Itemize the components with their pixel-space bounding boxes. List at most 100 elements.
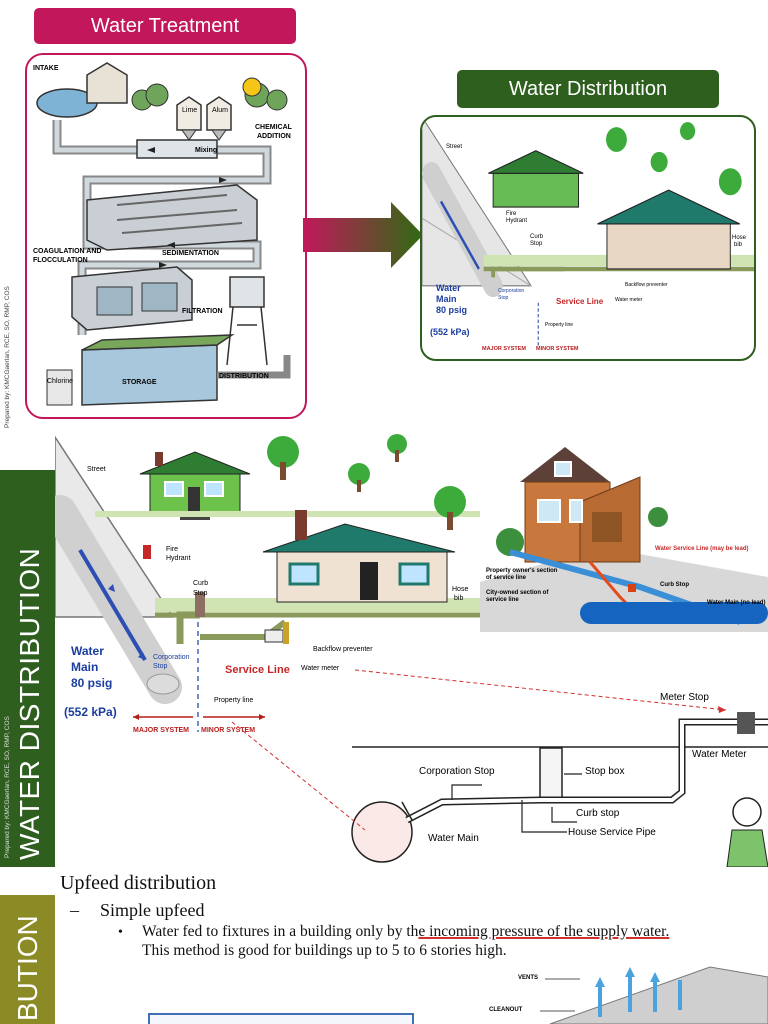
label-filtration: FILTRATION [182, 308, 223, 315]
distribution-illustration-small [422, 117, 754, 348]
label-cleanout: CLEANOUT [489, 1007, 523, 1013]
slide-2: WATER DISTRIBUTION Prepared by: KMCGaerl… [0, 432, 768, 867]
label-water-main-schematic: Water Main [428, 833, 479, 844]
label-chlorine: Chlorine [47, 378, 74, 385]
label-water-main-3: 80 psig [71, 676, 113, 690]
small-label-kpa: (552 kPa) [430, 327, 470, 337]
label-curb-stop-2: Stop [193, 590, 208, 597]
label-chemical-addition-1: CHEMICAL [255, 124, 292, 131]
label-curb-stop-schematic: Curb stop [576, 808, 620, 819]
bullet-text-line-1b: e incoming pressure of the supply water. [418, 923, 670, 940]
bullet-text-line-1a: Water fed to fixtures in a building only… [142, 923, 419, 940]
label-coagulation-1: COAGULATION AND [33, 248, 102, 255]
upfeed-house-drawing [540, 966, 768, 1024]
label-chemical-addition-2: ADDITION [257, 133, 291, 140]
small-label-minor-system: MINOR SYSTEM [536, 346, 579, 352]
label-fire-hydrant-2: Hydrant [166, 555, 191, 562]
treatment-process-illustration [36, 62, 291, 406]
small-label-curb-stop-2: Stop [530, 241, 543, 247]
water-treatment-title: Water Treatment [34, 8, 296, 44]
upfeed-heading: Upfeed distribution [60, 872, 217, 894]
small-label-corporation-1: Corporation [498, 288, 525, 294]
small-label-water-meter: Water meter [615, 297, 643, 303]
label-backflow: Backflow preventer [313, 646, 373, 653]
small-label-backflow: Backflow preventer [625, 282, 668, 288]
label-water-meter-schematic: Water Meter [692, 749, 747, 760]
label-corporation-stop: Corporation Stop [419, 766, 495, 777]
label-curb-stop-1: Curb [193, 580, 209, 587]
label-sedimentation: SEDIMENTATION [162, 250, 219, 257]
label-service-line: Service Line [225, 664, 290, 676]
label-water-main-1: Water [71, 644, 104, 658]
label-kpa: (552 kPa) [64, 705, 117, 719]
label-coagulation-2: FLOCCULATION [33, 257, 88, 264]
label-street: Street [87, 466, 106, 473]
label-lime: Lime [182, 107, 198, 114]
small-label-water-main-1: Water [436, 283, 461, 293]
label-property-owner-2: of service line [486, 575, 527, 581]
label-corporation-stop-2: Stop [153, 663, 168, 670]
label-property-line: Property line [214, 697, 254, 704]
credit-text: Prepared by: KMCGaerlan, RCE, SO, RMP, C… [4, 286, 11, 428]
label-vents: VENTS [518, 975, 539, 981]
small-label-water-main-2: Main [436, 294, 457, 304]
side-banner: WATER DISTRIBUTION [0, 470, 55, 867]
label-water-main-2: Main [71, 660, 99, 674]
distribution-diagram-large: Street Fire Hydrant Curb Stop Hose bib W… [43, 432, 480, 742]
house-cutaway-illustration [480, 447, 768, 632]
label-water-main-no-lead: Water Main (no lead) [707, 600, 766, 606]
meter-schematic-drawing [351, 712, 768, 867]
label-intake: INTAKE [33, 65, 59, 72]
label-alum: Alum [212, 107, 228, 114]
water-distribution-title-text: Water Distribution [508, 78, 668, 100]
annotation-lines [231, 669, 727, 831]
meter-schematic: Meter Stop Water Meter Corporation Stop … [342, 682, 768, 867]
slide-divider [0, 428, 768, 432]
water-distribution-title: Water Distribution [457, 70, 719, 108]
label-meter-stop: Meter Stop [660, 692, 709, 703]
slide-3: BUTION Upfeed distribution – Simple upfe… [0, 867, 768, 1024]
distribution-diagram-small: Street Fire Hydrant Curb Stop Hose bib W… [420, 115, 756, 361]
bullet-text-line-2: This method is good for buildings up to … [142, 942, 507, 959]
label-hose-bib-1: Hose [452, 586, 469, 593]
slide-1: Prepared by: KMCGaerlan, RCE, SO, RMP, C… [0, 0, 768, 428]
small-label-fire-hydrant-2: Hydrant [506, 218, 528, 224]
label-city-owned-2: service line [486, 597, 519, 603]
label-property-owner-1: Property owner's section [486, 568, 558, 574]
label-house-service-pipe: House Service Pipe [568, 827, 656, 838]
label-fire-hydrant-1: Fire [166, 546, 179, 553]
bullet-text-line-1: Water fed to fixtures in a building only… [142, 923, 669, 941]
label-stop-box: Stop box [585, 766, 625, 777]
treatment-diagram: INTAKE Lime Alum CHEMICAL ADDITION Mixin… [25, 53, 307, 419]
lead-service-diagram: Water Service Line (may be lead) Propert… [480, 442, 768, 632]
water-treatment-title-text: Water Treatment [90, 15, 240, 37]
small-label-major-system: MAJOR SYSTEM [482, 346, 527, 352]
label-storage: STORAGE [122, 379, 157, 386]
label-distribution: DISTRIBUTION [219, 373, 269, 380]
small-label-hose-2: bib [734, 242, 743, 248]
label-mixing: Mixing [195, 147, 218, 154]
small-label-corporation-2: Stop [498, 295, 509, 301]
flow-arrow-icon [303, 202, 423, 268]
label-hose-bib-2: bib [454, 595, 464, 602]
upfeed-subheading: Simple upfeed [100, 900, 205, 920]
small-label-hose-1: Hose [732, 235, 747, 241]
side-banner-3-title: BUTION [12, 915, 43, 1021]
label-minor-system: MINOR SYSTEM [201, 727, 256, 734]
distribution-illustration-large [43, 434, 480, 732]
small-label-water-main-3: 80 psig [436, 305, 468, 315]
label-water-service-line: Water Service Line (may be lead) [655, 546, 749, 552]
small-label-street: Street [446, 144, 463, 150]
small-label-curb-stop-1: Curb [530, 234, 544, 240]
building-thumbnail [148, 1013, 414, 1024]
label-corporation-stop-1: Corporation [153, 654, 190, 661]
label-city-owned-1: City-owned section of [486, 590, 549, 596]
subheading-dash: – [70, 900, 79, 920]
label-curb-stop-house: Curb Stop [660, 582, 689, 588]
label-water-meter: Water meter [301, 665, 340, 672]
credit-text-2: Prepared by: KMCGaerlan, RCE, SO, RMP, C… [4, 716, 11, 858]
small-label-service-line: Service Line [556, 297, 604, 306]
small-label-property-line: Property line [545, 322, 574, 328]
label-major-system: MAJOR SYSTEM [133, 727, 190, 734]
bullet-icon: • [118, 925, 123, 940]
